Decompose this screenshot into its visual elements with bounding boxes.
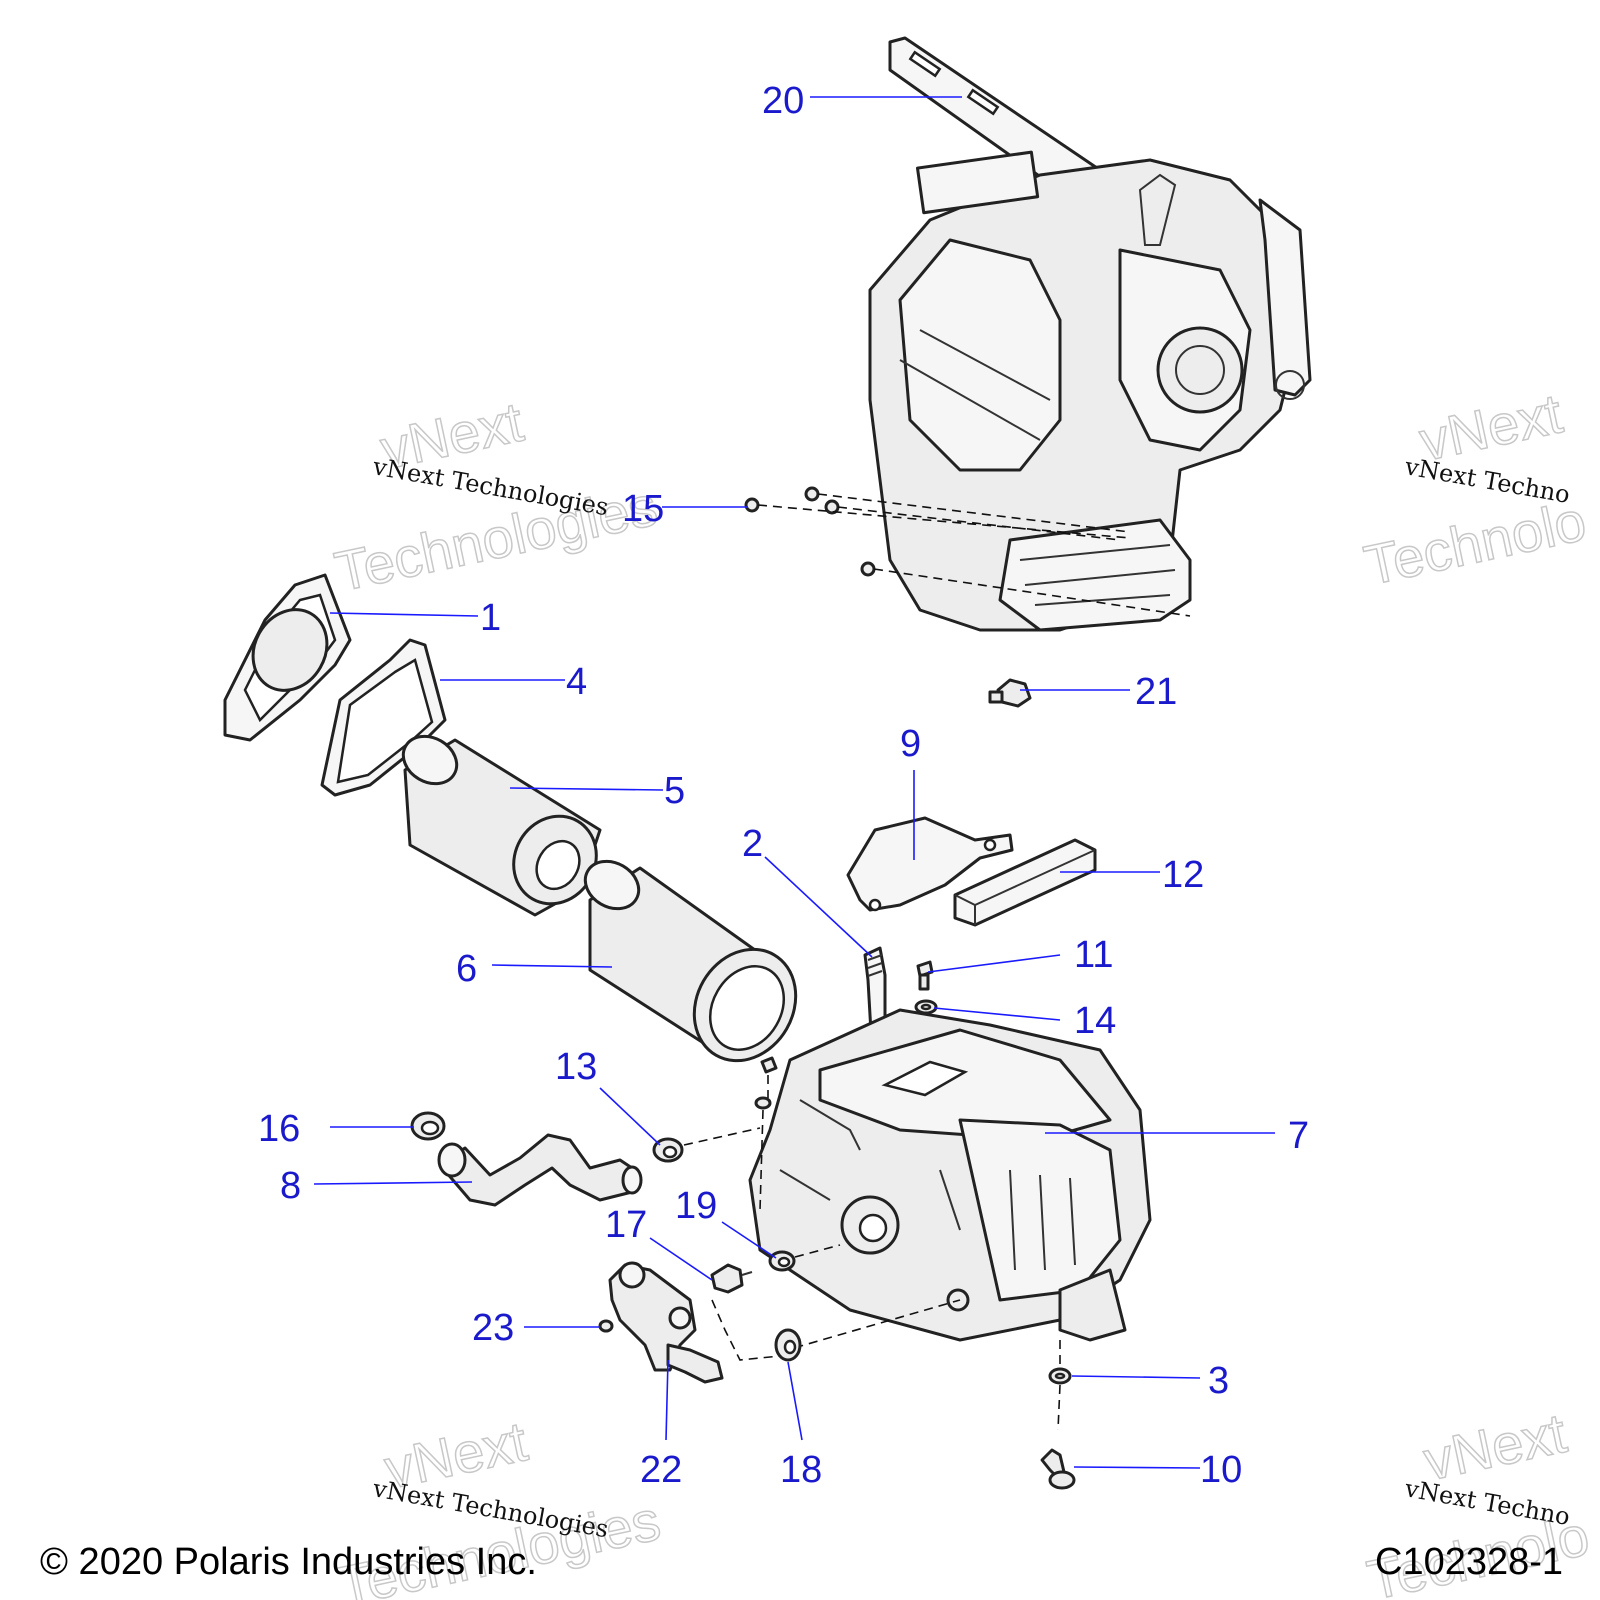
callout-7: 7 xyxy=(1288,1115,1309,1157)
watermark-big-5: vNext xyxy=(1418,1401,1572,1492)
part-19-grommet xyxy=(768,1250,796,1272)
dash-3 xyxy=(1057,1340,1061,1431)
callout-18: 18 xyxy=(780,1449,822,1491)
callout-17: 17 xyxy=(605,1204,647,1246)
part-7-lower-airbox xyxy=(748,1008,1152,1342)
figure-code: C102328-1 xyxy=(1375,1541,1563,1583)
part-22-valve xyxy=(608,1261,724,1384)
callout-15: 15 xyxy=(622,488,664,530)
part-6-prefilter xyxy=(583,859,798,1063)
part-9-cover xyxy=(846,816,1014,912)
callout-19: 19 xyxy=(675,1185,717,1227)
part-17-fitting xyxy=(710,1263,753,1294)
callout-22: 22 xyxy=(640,1449,682,1491)
callout-9: 9 xyxy=(900,723,921,765)
callout-14: 14 xyxy=(1074,1000,1116,1042)
part-8-hose xyxy=(437,1133,643,1207)
callout-20: 20 xyxy=(762,80,804,122)
part-15-screws xyxy=(744,486,1191,617)
callout-1: 1 xyxy=(480,597,501,639)
watermark-small-4: vNext Techno xyxy=(1402,1474,1572,1531)
copyright-text: © 2020 Polaris Industries Inc. xyxy=(40,1541,537,1583)
dash-22 xyxy=(711,1299,961,1361)
callout-labels: 20 15 1 4 21 9 5 2 12 11 6 14 13 16 7 8 … xyxy=(258,80,1309,1491)
part-23-screw xyxy=(598,1319,614,1333)
part-10-drain-valve xyxy=(1040,1448,1076,1490)
part-11-bolt xyxy=(916,960,934,991)
part-1-frame xyxy=(223,573,352,742)
part-18-grommet xyxy=(774,1328,802,1362)
part-14-washer xyxy=(914,999,938,1015)
callout-6: 6 xyxy=(456,948,477,990)
callout-16: 16 xyxy=(258,1108,300,1150)
callout-13: 13 xyxy=(555,1046,597,1088)
part-4-gasket xyxy=(320,638,447,797)
callout-11: 11 xyxy=(1074,934,1113,976)
part-3-oring xyxy=(1048,1367,1072,1385)
part-16-clamp xyxy=(410,1111,446,1141)
callout-4: 4 xyxy=(566,661,587,703)
part-7-fastener xyxy=(754,1056,778,1211)
callout-12: 12 xyxy=(1162,854,1204,896)
upper-airbox-housing xyxy=(868,150,1312,632)
callout-23: 23 xyxy=(472,1307,514,1349)
dash-13 xyxy=(683,1127,761,1146)
part-13-clamp xyxy=(652,1137,684,1163)
callout-10: 10 xyxy=(1200,1449,1242,1491)
dash-19 xyxy=(794,1244,841,1258)
callout-21: 21 xyxy=(1135,671,1177,713)
callout-5: 5 xyxy=(664,770,685,812)
leader-lines xyxy=(313,96,1275,1469)
part-5-filter xyxy=(401,734,602,917)
callout-2: 2 xyxy=(742,823,763,865)
watermark-small-2: vNext Techno xyxy=(1402,452,1572,509)
part-21-clamp xyxy=(988,678,1032,708)
callout-8: 8 xyxy=(280,1165,301,1207)
part-12-foam xyxy=(953,838,1097,927)
callout-3: 3 xyxy=(1208,1360,1229,1402)
